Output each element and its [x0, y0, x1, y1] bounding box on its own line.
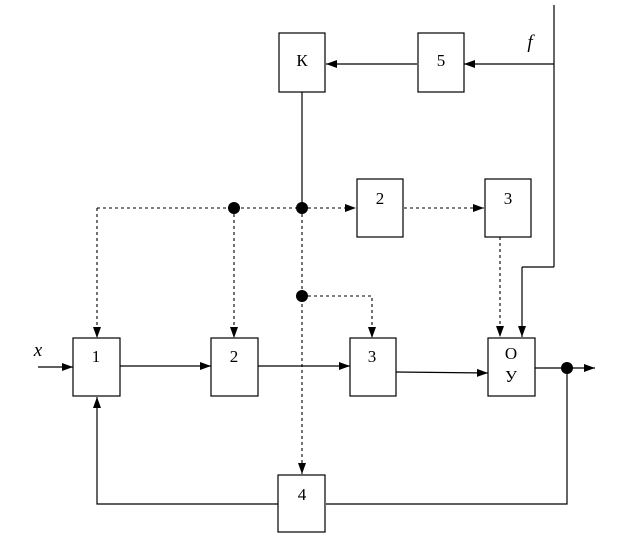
dashed-connections [93, 204, 504, 474]
block-ou: О У [487, 337, 536, 397]
dashed-to-main3-arrow [302, 295, 376, 338]
feedback-4-to-1 [93, 397, 278, 505]
disturbance-f-label: f [527, 32, 535, 53]
block-k: К [278, 32, 326, 93]
block-2-main: 2 [210, 337, 259, 397]
junction-dot [228, 202, 240, 214]
junction-dot [296, 290, 308, 302]
block-3-main-label: 3 [368, 347, 377, 366]
feedback-to-4 [326, 368, 568, 505]
solid-connections [38, 5, 595, 505]
block-4-label: 4 [298, 485, 307, 504]
block-2-top: 2 [356, 178, 404, 238]
block-5: 5 [417, 32, 465, 93]
junction-dot [296, 202, 308, 214]
block-3-top: 3 [484, 178, 532, 238]
junctions [228, 202, 573, 374]
block-k-label: К [296, 51, 308, 70]
block-5-label: 5 [437, 51, 446, 70]
block-3-main: 3 [349, 337, 397, 397]
input-x-label: x [33, 340, 43, 361]
junction-dot [561, 362, 573, 374]
block-2-top-label: 2 [376, 189, 385, 208]
block-1-label: 1 [92, 347, 101, 366]
block-3-top-label: 3 [504, 189, 513, 208]
3-to-ou-arrow [395, 368, 489, 377]
block-2-main-label: 2 [230, 347, 239, 366]
block-1: 1 [72, 337, 121, 397]
block-4: 4 [277, 474, 326, 533]
block-ou-label-bottom: У [505, 367, 518, 386]
block-ou-label-top: О [505, 344, 517, 363]
